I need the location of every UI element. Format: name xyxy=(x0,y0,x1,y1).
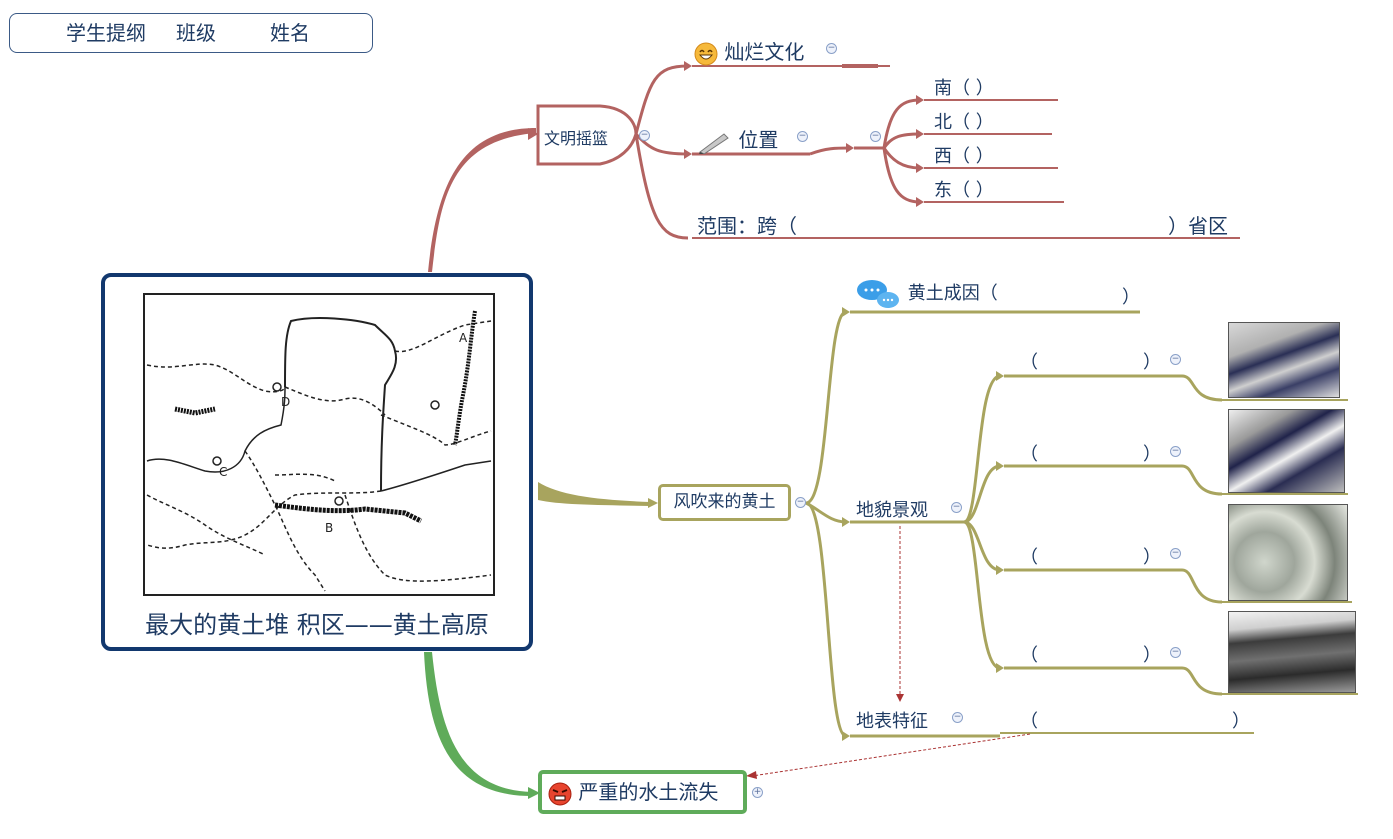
map-label-b: B xyxy=(325,521,334,535)
direction-west[interactable]: 西（ ） xyxy=(934,146,994,167)
chat-bubble-icon xyxy=(857,280,899,308)
central-title: 最大的黄土堆 积区——黄土高原 xyxy=(145,611,489,639)
direction-south[interactable]: 南（ ） xyxy=(934,78,994,99)
header-title: 学生提纲 xyxy=(66,21,146,45)
collapse-icon[interactable]: − xyxy=(1170,446,1181,457)
landform-photo-4 xyxy=(1228,611,1356,693)
map-label-d: D xyxy=(281,395,291,409)
landform-blank-3[interactable]: （ xyxy=(1020,547,1038,568)
landform-photo-3 xyxy=(1228,504,1348,601)
collapse-icon[interactable]: − xyxy=(952,712,963,723)
loess-plateau-map: A B C D xyxy=(143,293,495,596)
collapse-icon[interactable]: − xyxy=(795,497,806,508)
soil-erosion-label: 严重的水土流失 xyxy=(578,780,719,804)
collapse-icon[interactable]: − xyxy=(797,131,808,142)
node-soil-erosion[interactable]: 严重的水土流失 xyxy=(538,770,747,814)
expand-icon[interactable]: + xyxy=(752,787,763,798)
landform-blank-2-end: ） xyxy=(1143,444,1161,465)
node-culture[interactable]: 灿烂文化 xyxy=(694,36,804,66)
grin-emoji-icon xyxy=(694,42,718,65)
node-cradle-of-civilization[interactable]: 文明摇篮 xyxy=(544,129,609,148)
surface-blank-open[interactable]: （ xyxy=(1020,711,1038,732)
cause-label: 黄土成因（ xyxy=(907,283,998,304)
landform-blank-1-end: ） xyxy=(1143,352,1161,373)
central-topic-node[interactable]: A B C D 最大的黄土堆 积区——黄土高原 xyxy=(101,273,533,651)
collapse-icon[interactable]: − xyxy=(1170,548,1181,559)
collapse-icon[interactable]: − xyxy=(639,130,650,141)
landform-blank-3-end: ） xyxy=(1143,547,1161,568)
cause-end-label: ） xyxy=(1122,287,1140,308)
map-label-a: A xyxy=(459,331,468,345)
map-drawing xyxy=(146,310,492,592)
landform-blank-1[interactable]: （ xyxy=(1020,352,1038,373)
node-landform[interactable]: 地貌景观 xyxy=(856,500,928,521)
landform-blank-4-end: ） xyxy=(1143,645,1161,666)
culture-label: 灿烂文化 xyxy=(724,40,805,64)
landform-photo-1 xyxy=(1228,322,1340,398)
node-surface[interactable]: 地表特征 xyxy=(856,711,928,732)
header-name-label: 姓名 xyxy=(270,21,310,45)
node-loess-cause[interactable]: 黄土成因（ xyxy=(856,278,998,310)
collapse-icon[interactable]: − xyxy=(826,43,837,54)
landform-blank-2[interactable]: （ xyxy=(1020,444,1038,465)
direction-east[interactable]: 东（ ） xyxy=(934,180,994,201)
header-box: 学生提纲 班级 姓名 xyxy=(9,13,373,53)
range-end-label: ）省区 xyxy=(1168,214,1228,238)
pen-icon xyxy=(699,132,729,154)
direction-north[interactable]: 北（ ） xyxy=(934,112,994,133)
collapse-icon[interactable]: − xyxy=(951,502,962,513)
landform-photo-2 xyxy=(1228,409,1345,493)
collapse-icon[interactable]: − xyxy=(1170,647,1181,658)
landform-blank-4[interactable]: （ xyxy=(1020,645,1038,666)
node-range[interactable]: 范围：跨（ xyxy=(697,214,797,238)
header-class-label: 班级 xyxy=(176,21,216,45)
angry-emoji-icon xyxy=(548,782,572,805)
node-wind-blown-loess[interactable]: 风吹来的黄土 xyxy=(658,484,791,521)
collapse-icon[interactable]: − xyxy=(1170,354,1181,365)
map-label-c: C xyxy=(219,465,228,479)
collapse-icon[interactable]: − xyxy=(870,131,881,142)
position-label: 位置 xyxy=(738,128,779,152)
node-position[interactable]: 位置 xyxy=(698,124,778,154)
surface-blank-close: ） xyxy=(1232,711,1250,732)
